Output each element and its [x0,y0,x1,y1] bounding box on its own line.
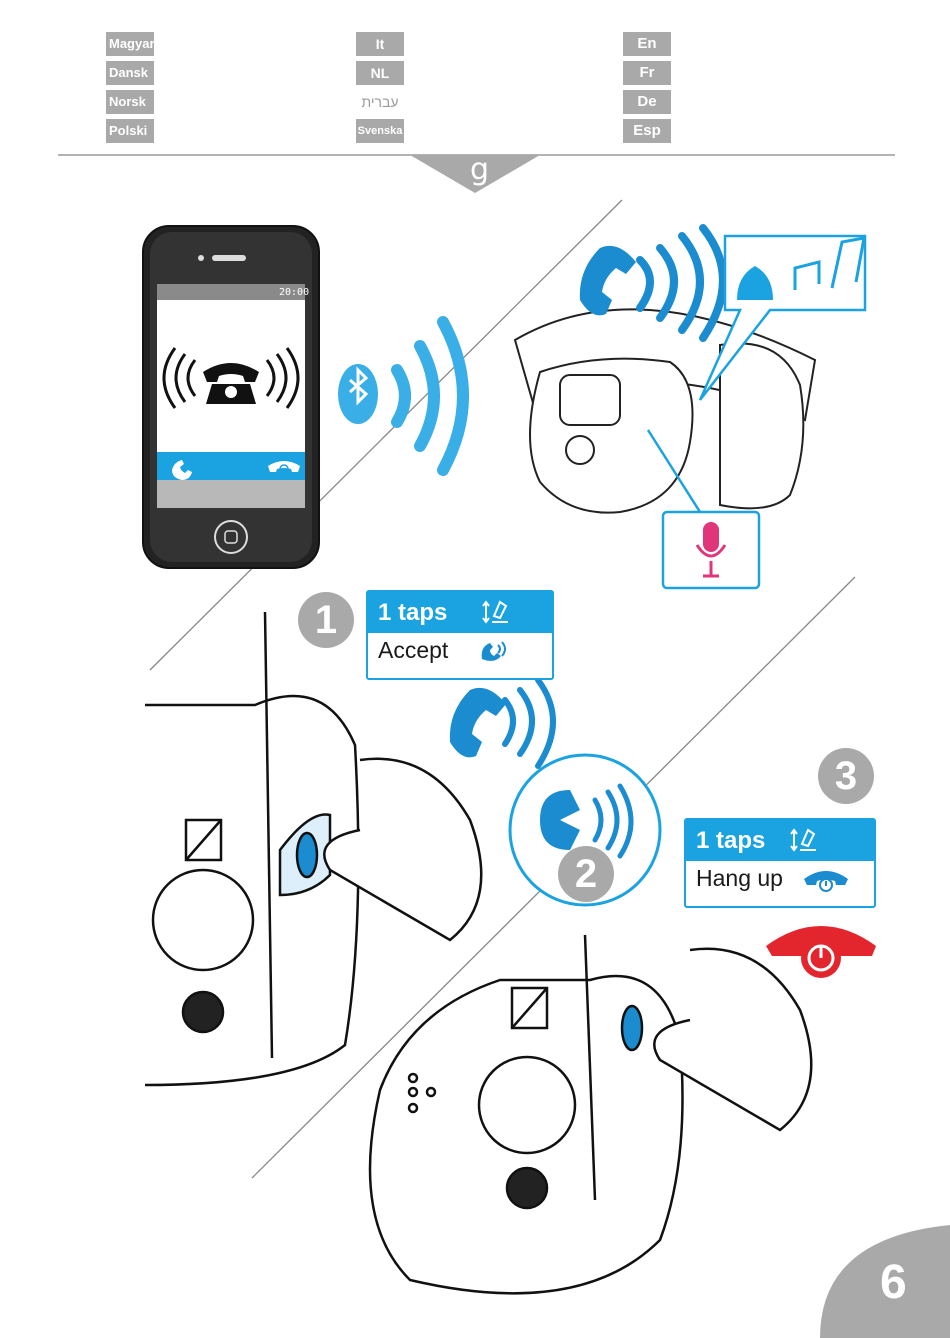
step-1-action-label: Accept [378,637,448,663]
page-number: 6 [880,1255,907,1310]
hang-up-icon [802,865,850,893]
tap-gesture-icon [480,598,510,628]
smartphone-illustration [143,226,319,568]
hang-up-icon [766,926,876,978]
step-1-taps: 1 taps [368,592,552,633]
step-3-action-label: Hang up [696,865,783,891]
tap-gesture-icon [788,826,818,856]
step-3-taps-label: 1 taps [696,827,765,854]
step-number-2: 2 [558,846,614,902]
step-3-taps: 1 taps [686,820,874,861]
step-3-instruction-box: 1 taps Hang up [684,818,876,908]
signal-waves [397,322,463,470]
headset-closeup-1 [145,612,481,1085]
step-number-1: 1 [298,592,354,648]
headset-illustration [515,309,815,512]
step-3-action: Hang up [686,861,874,896]
header-mark: g [470,152,489,187]
headset-closeup-2 [370,935,811,1293]
step-1-taps-label: 1 taps [378,599,447,626]
step-number-3: 3 [818,748,874,804]
step-1-instruction-box: 1 taps Accept [366,590,554,680]
step-1-action: Accept [368,633,552,668]
bluetooth-icon [338,364,378,424]
phone-ringing-icon [450,680,553,766]
accept-call-icon [478,639,510,663]
phone-status-time: 20:00 [279,287,309,298]
